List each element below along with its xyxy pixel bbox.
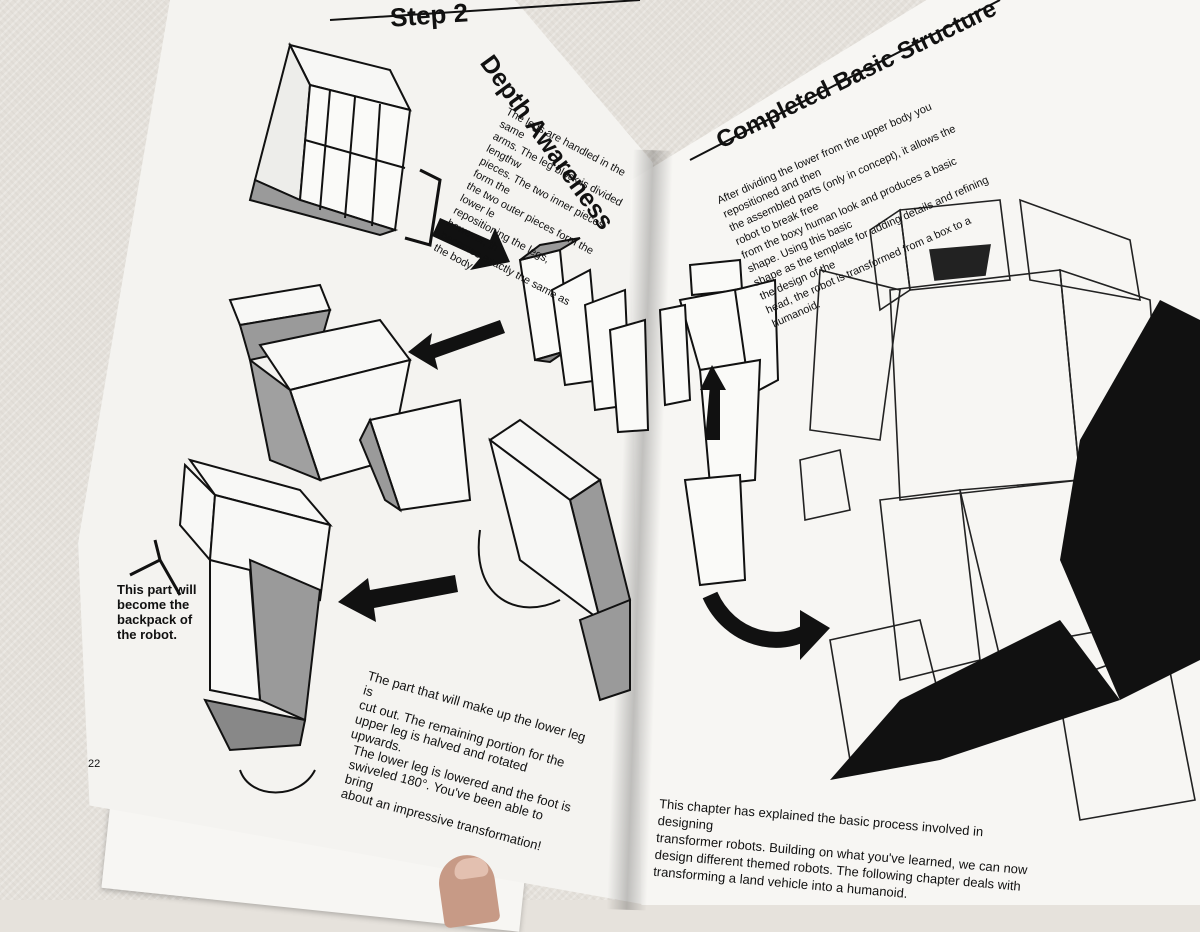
illustrations: [129, 0, 1200, 821]
backpack-caption: This part will become the backpack of th…: [117, 582, 197, 642]
swivel-block-illustration: [477, 418, 632, 702]
left-header-rule: [329, 0, 641, 21]
arrow-left-icon: [338, 575, 458, 622]
leg-block-illustration: [248, 42, 412, 237]
bracket-mark-left: [129, 539, 182, 596]
arrow-up-icon: [700, 365, 726, 390]
curved-arrow-icon: [702, 591, 815, 648]
arrow-down-right-icon: [432, 218, 510, 270]
bracket-mark: [404, 168, 442, 247]
arrow-up-shaft: [705, 385, 720, 440]
curved-arrow-head: [800, 610, 830, 660]
robot-cast-shadow: [1060, 300, 1200, 700]
arrow-left-icon: [408, 320, 505, 370]
rotated-parts-illustration: [228, 283, 472, 513]
robot-ground-shadow: [830, 620, 1120, 780]
step-heading: Step 2: [389, 0, 469, 33]
right-header-rule: [689, 0, 1001, 161]
split-pieces-illustration: [518, 237, 650, 434]
completed-leg-illustration: [178, 458, 333, 794]
page-number: 22: [88, 758, 101, 770]
